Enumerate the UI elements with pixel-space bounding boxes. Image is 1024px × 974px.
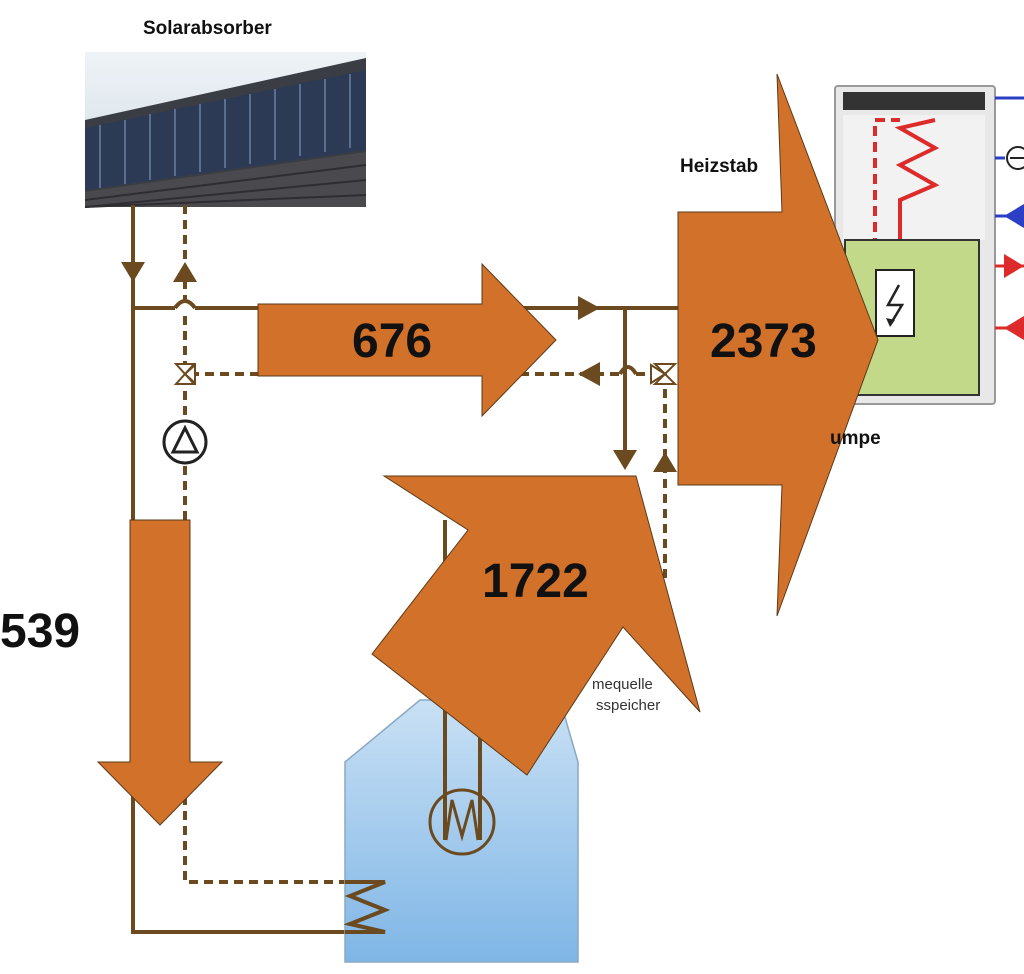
flow-value-2373: 2373 <box>710 315 817 368</box>
solar-absorber-label: Solarabsorber <box>143 18 272 39</box>
flow-direction-markers <box>121 262 677 472</box>
solar-absorber-image <box>84 52 367 208</box>
three-way-valve-right <box>650 363 678 385</box>
flow-arrow-2373 <box>677 73 879 617</box>
flow-value-1722: 1722 <box>482 555 589 608</box>
circulation-pump <box>162 419 208 465</box>
flow-value-676: 676 <box>352 315 433 368</box>
energy-flow-arrows <box>96 73 879 826</box>
heat-pump-unit <box>834 85 1024 405</box>
three-way-valve-left <box>173 362 197 386</box>
heating-rod-label: Heizstab <box>680 156 759 177</box>
heat-source-label-line1: mequelle <box>592 676 653 693</box>
flow-arrow-676 <box>257 262 557 418</box>
flow-value-539: 539 <box>0 605 81 658</box>
flow-arrow-539 <box>96 519 224 826</box>
heat-pump-label: umpe <box>830 428 881 449</box>
flow-arrow-1722 <box>371 475 701 776</box>
heat-source-label-line2: sspeicher <box>596 697 661 714</box>
